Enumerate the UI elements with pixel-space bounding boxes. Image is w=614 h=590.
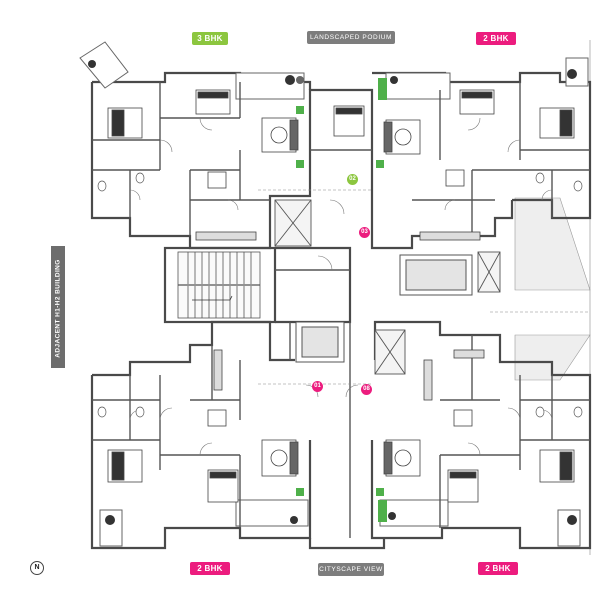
door-swings: [129, 117, 553, 456]
unit-tag-bottom-right: 2 BHK: [478, 562, 518, 575]
unit-tag-top-left: 3 BHK: [192, 32, 228, 45]
north-arrow-icon: N: [30, 561, 44, 575]
edge-label-left: ADJACENT H1-H2 BUILDING: [54, 258, 62, 358]
toilets: [97, 172, 583, 418]
plants: [88, 60, 577, 525]
unit-tag-top-right: 2 BHK: [476, 32, 516, 45]
internal-walls: [92, 82, 590, 538]
staircase-icon: [177, 251, 261, 319]
marker-02: 02: [347, 174, 358, 185]
living-furniture: [195, 117, 485, 477]
unit-tag-bottom-left: 2 BHK: [190, 562, 230, 575]
edge-label-left-bar: [51, 246, 65, 368]
service-rooms: [295, 254, 473, 363]
beds: [107, 89, 575, 503]
balconies: [79, 41, 589, 547]
edge-label-bottom: CITYSCAPE VIEW: [318, 563, 384, 576]
marker-01: 01: [312, 381, 323, 392]
outer-walls: [90, 71, 592, 550]
lift-icon: [274, 199, 501, 375]
edge-label-top: LANDSCAPED PODIUM: [307, 31, 395, 44]
marker-08: 08: [361, 384, 372, 395]
marker-03: 03: [359, 227, 370, 238]
